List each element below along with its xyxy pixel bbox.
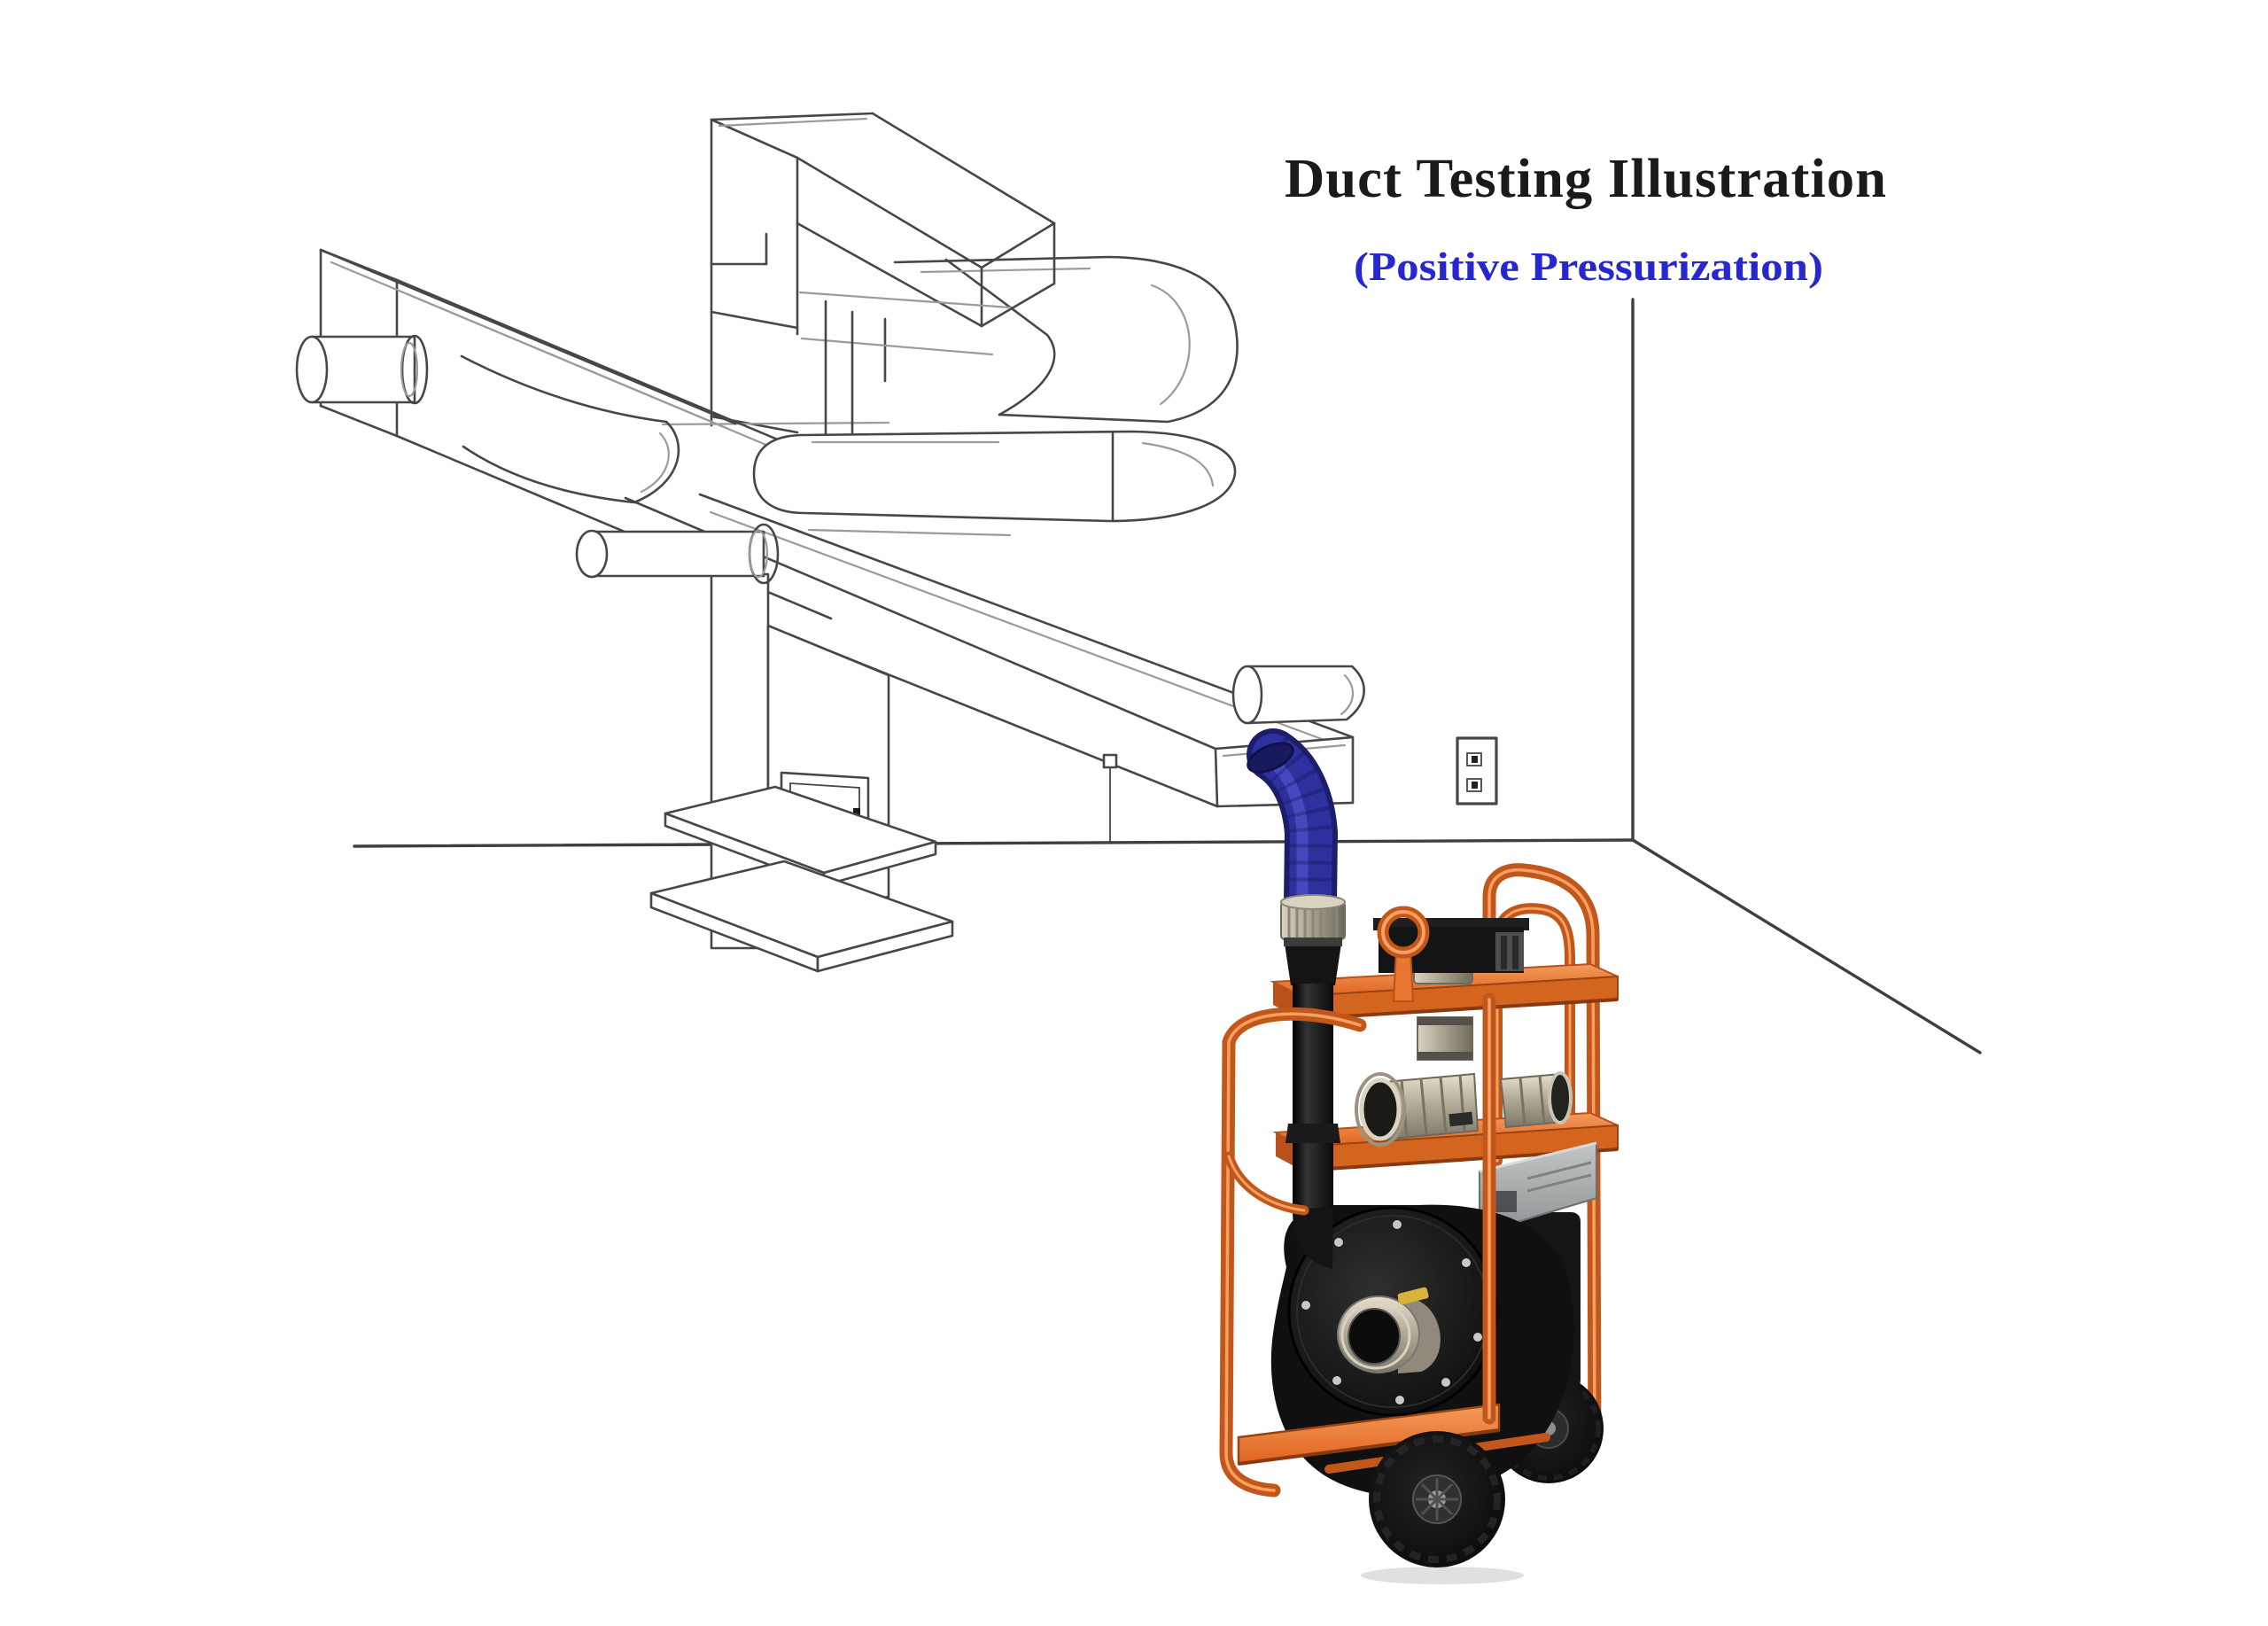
- electrical-outlet: [1456, 736, 1498, 805]
- inlet-label-icon: [1397, 1287, 1429, 1305]
- case-latch-icon: [1501, 936, 1507, 969]
- floor-corner-diagonal: [1631, 838, 1982, 1054]
- hose-clamp-collar: [1280, 894, 1346, 940]
- flow-ring-left: [1355, 1072, 1480, 1147]
- riser-duct-stack: [661, 112, 1056, 434]
- duct-test-fan-cart: [1237, 863, 1619, 1584]
- curved-branch-duct: [460, 354, 680, 504]
- pressure-tap-marker: [1102, 753, 1118, 769]
- fan-inlet-collar: [1337, 1287, 1441, 1373]
- wall-corner: [353, 298, 1982, 1054]
- cart-frame-left-hoop: [1219, 1007, 1367, 1498]
- lower-return-elbow: [752, 430, 1237, 537]
- fan-inlet-tube: [1285, 984, 1340, 1269]
- outlet-slot-icon: [1472, 782, 1478, 789]
- outlet-slot-icon: [1472, 756, 1478, 763]
- flow-ring-hanging: [1417, 1016, 1473, 1061]
- hose-adapter-band: [1284, 937, 1342, 946]
- ductwork-sketch: [295, 112, 1365, 973]
- branch-pipe-right: [1231, 665, 1365, 725]
- fan-face-bolts: [1301, 1220, 1482, 1404]
- branch-pipe-small: [295, 334, 429, 405]
- fan-face: [1287, 1206, 1498, 1417]
- cart-handle-ring: [1377, 906, 1430, 1002]
- left-trunk-duct: [319, 248, 854, 620]
- case-latch-icon: [1512, 936, 1518, 969]
- floor-wall-line: [353, 838, 1635, 848]
- front-wheel: [1361, 1431, 1524, 1584]
- hose-adapter: [1284, 937, 1342, 985]
- plenum-column: [649, 572, 954, 973]
- branch-pipe-middle: [575, 523, 780, 585]
- title-block: Duct Testing Illustration (Positive Pres…: [1285, 149, 1887, 289]
- upper-return-elbow: [893, 255, 1239, 424]
- page-subtitle: (Positive Pressurization): [1354, 245, 1823, 289]
- flow-ring-right: [1499, 1071, 1573, 1129]
- panel-logo-icon: [1494, 1191, 1517, 1212]
- base-platforms: [649, 785, 954, 973]
- cam-lever-icon: [1449, 1111, 1473, 1127]
- page-title: Duct Testing Illustration: [1285, 149, 1887, 209]
- hose-open-end: [1247, 742, 1294, 774]
